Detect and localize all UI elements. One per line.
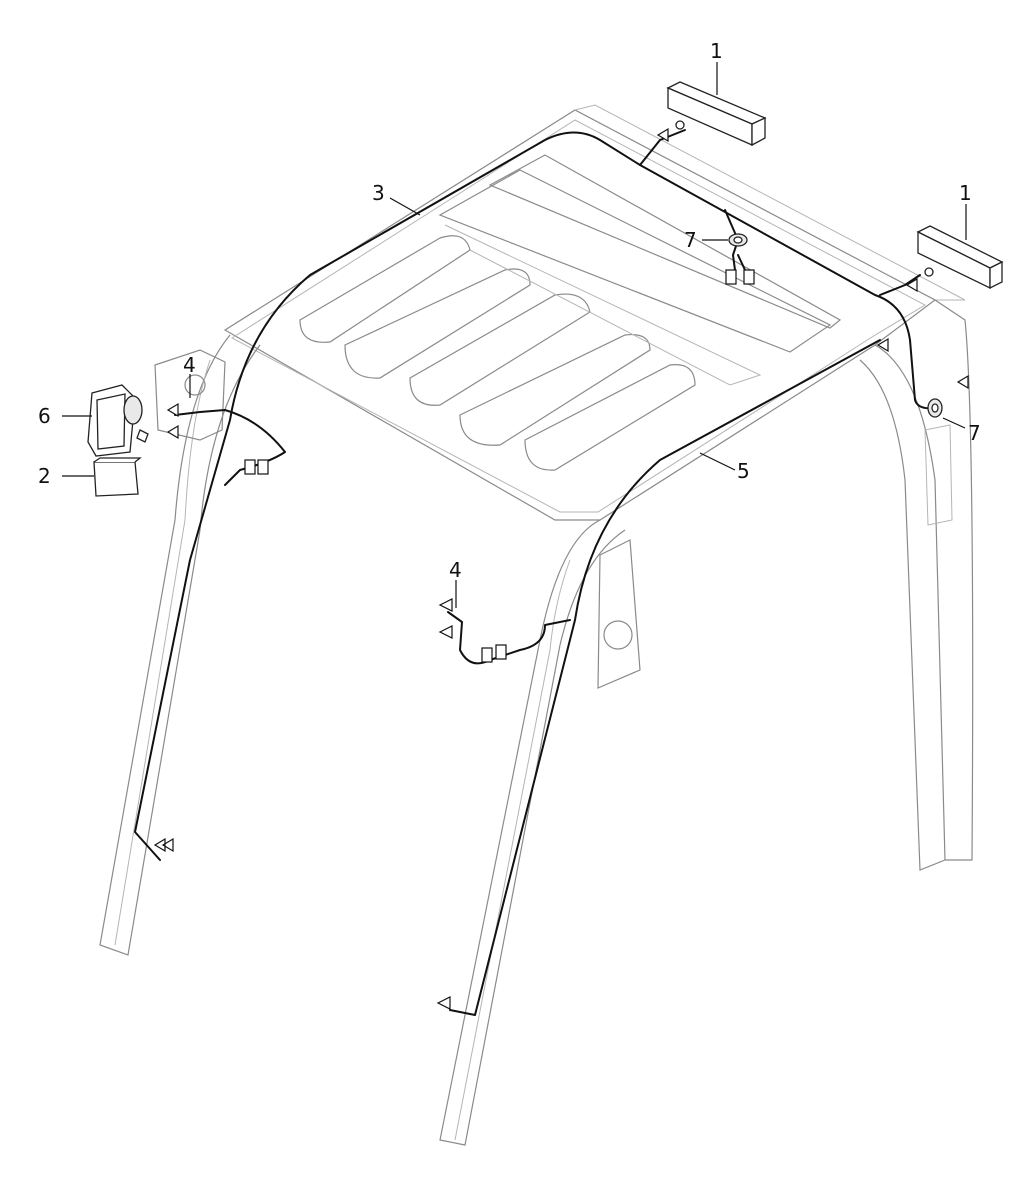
roof-slots [299, 154, 842, 471]
harness-3 [134, 131, 936, 861]
connectors [153, 127, 969, 1010]
callout-1-right: 1 [959, 181, 972, 205]
connector-clip [436, 996, 451, 1010]
connector-clip [166, 402, 179, 440]
connector-clip [656, 127, 669, 143]
connector-clip [153, 837, 174, 853]
callout-labels: 1 1 2 3 4 4 5 6 7 7 [38, 39, 981, 582]
connector-clip [956, 374, 969, 390]
callout-5: 5 [737, 459, 750, 483]
callout-4-center: 4 [449, 558, 462, 582]
callout-2: 2 [38, 464, 51, 488]
connector-clip [244, 459, 269, 475]
leader-lines [62, 62, 967, 608]
connector-clip [876, 337, 889, 353]
cover-2 [93, 457, 142, 497]
callout-3: 3 [372, 181, 385, 205]
connector-clip [438, 598, 453, 639]
callout-4-left: 4 [183, 353, 196, 377]
connector-clip [905, 277, 918, 293]
connector-clip [481, 644, 507, 663]
callout-6: 6 [38, 404, 51, 428]
callout-7-center: 7 [684, 228, 697, 252]
callout-1-top: 1 [710, 39, 723, 63]
lamp-1-top [666, 81, 767, 147]
connector-clip [725, 269, 755, 285]
callout-7-right: 7 [968, 421, 981, 445]
grommet-7-center [728, 233, 748, 247]
cab-frame [99, 104, 974, 1146]
harness-5 [449, 339, 881, 1016]
wiring [134, 129, 936, 1016]
lamp-1-right [916, 225, 1004, 290]
work-light-6 [87, 384, 149, 457]
grommet-7-right [927, 398, 943, 418]
